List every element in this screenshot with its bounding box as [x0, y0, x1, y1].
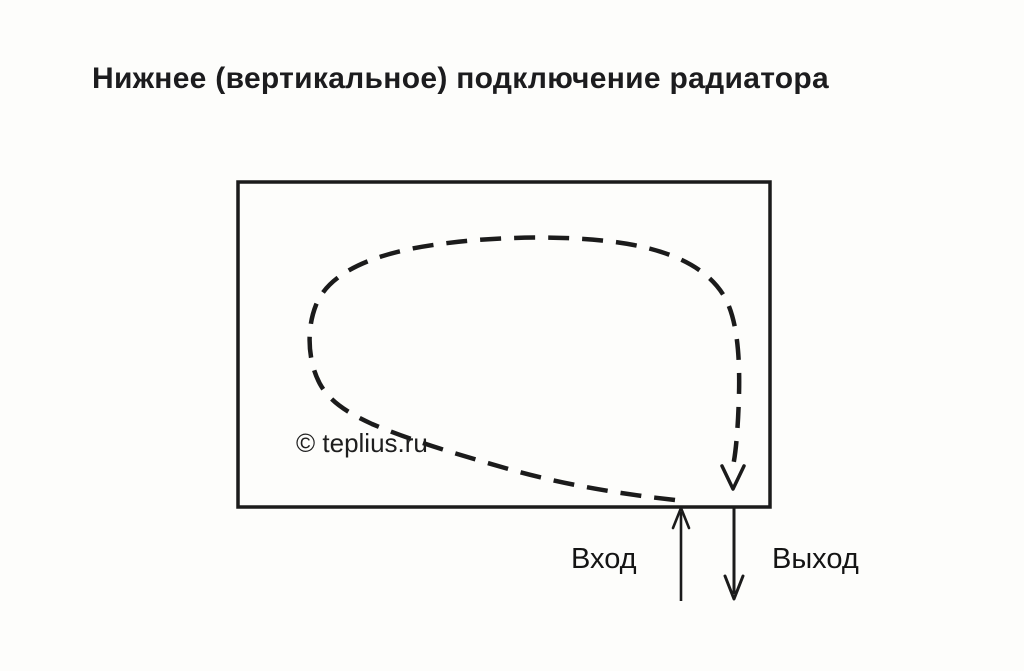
flow-path: [307, 235, 742, 503]
inlet-arrow: [671, 506, 691, 601]
radiator-outline: [236, 180, 772, 509]
watermark: © teplius.ru: [296, 428, 428, 458]
diagram-title: Нижнее (вертикальное) подключение радиат…: [92, 62, 830, 95]
outlet-arrow: [723, 508, 745, 601]
inlet-label: Вход: [571, 543, 637, 575]
outlet-label: Выход: [772, 543, 859, 575]
flow-arrowhead-icon: [720, 464, 746, 491]
